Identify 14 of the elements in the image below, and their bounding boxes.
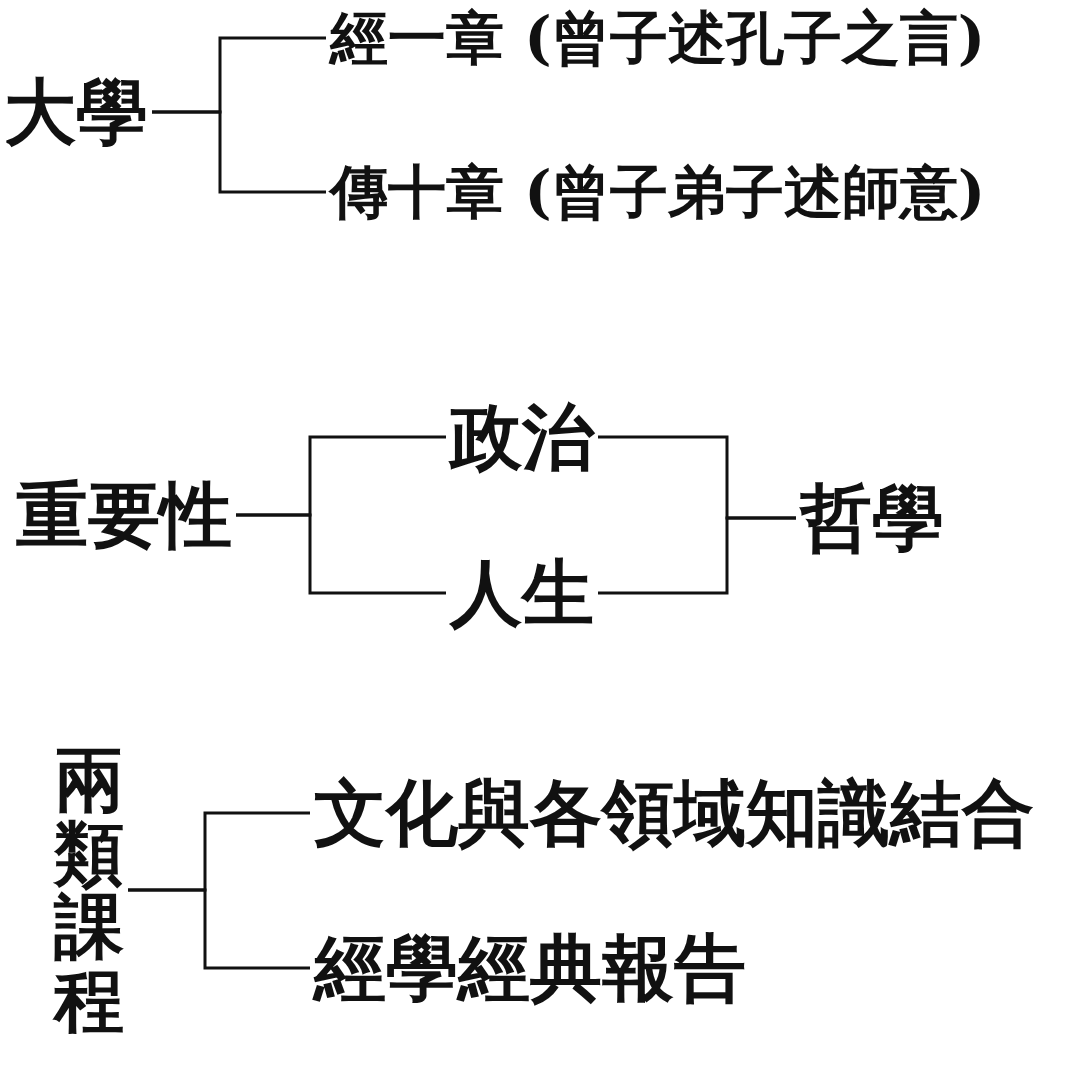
node-label: 經一章 (曾子述孔子之言) — [326, 7, 990, 69]
node-label: 重要性 — [12, 477, 236, 553]
node-label: 兩類課程 — [50, 741, 128, 1039]
node-label: 哲學 — [796, 480, 948, 556]
bracket-line — [236, 513, 446, 595]
node-label: 傳十章 (曾子弟子述師意) — [326, 161, 990, 223]
node-label: 大學 — [0, 74, 152, 150]
node-label: 政治 — [446, 399, 598, 475]
bracket-line — [598, 516, 796, 595]
bracket-line — [128, 888, 310, 970]
bracket-line — [152, 110, 326, 194]
node-label: 人生 — [446, 555, 598, 631]
node-label: 文化與各領域知識結合 — [310, 775, 1038, 851]
node-label: 經學經典報告 — [310, 930, 750, 1006]
